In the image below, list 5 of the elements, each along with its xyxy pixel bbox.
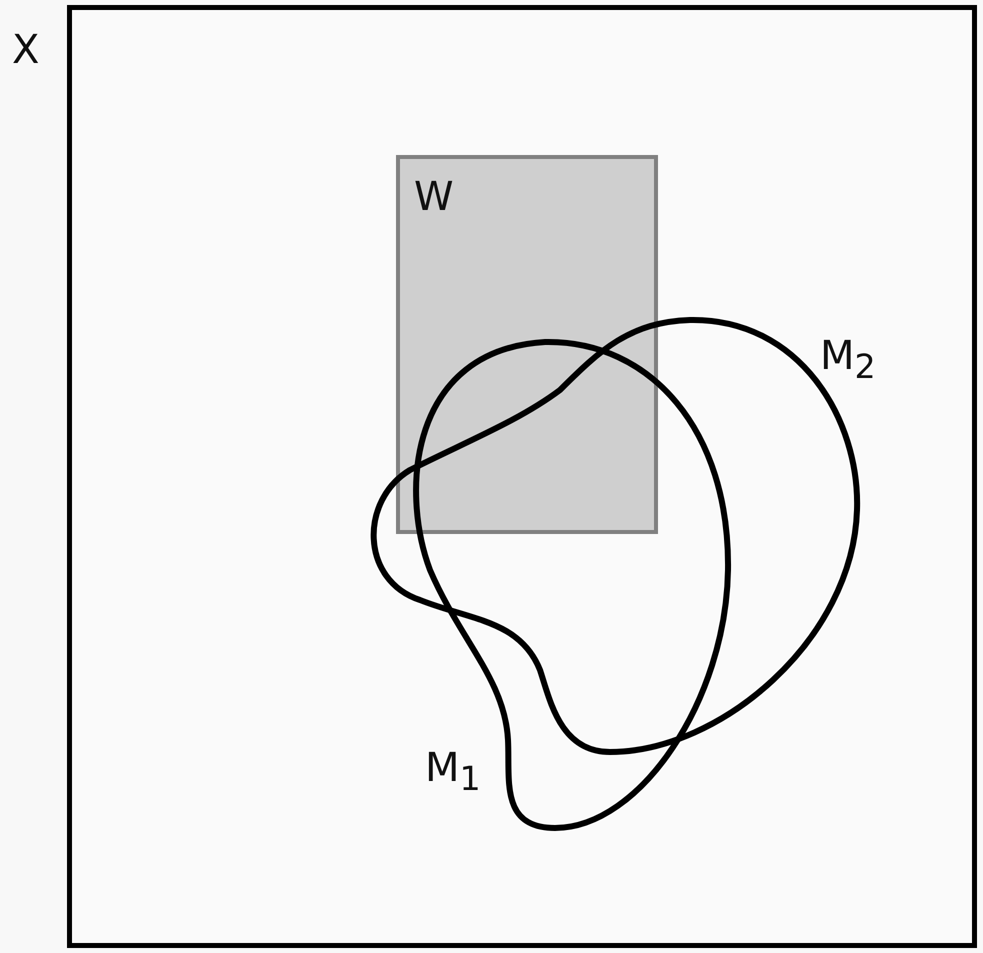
- set-label: M$_{2}$: [820, 336, 876, 384]
- shaded-rectangle: [396, 155, 658, 534]
- set-label: M$_{1}$: [425, 748, 481, 796]
- set-label: X: [12, 30, 40, 70]
- set-label: W: [414, 177, 454, 217]
